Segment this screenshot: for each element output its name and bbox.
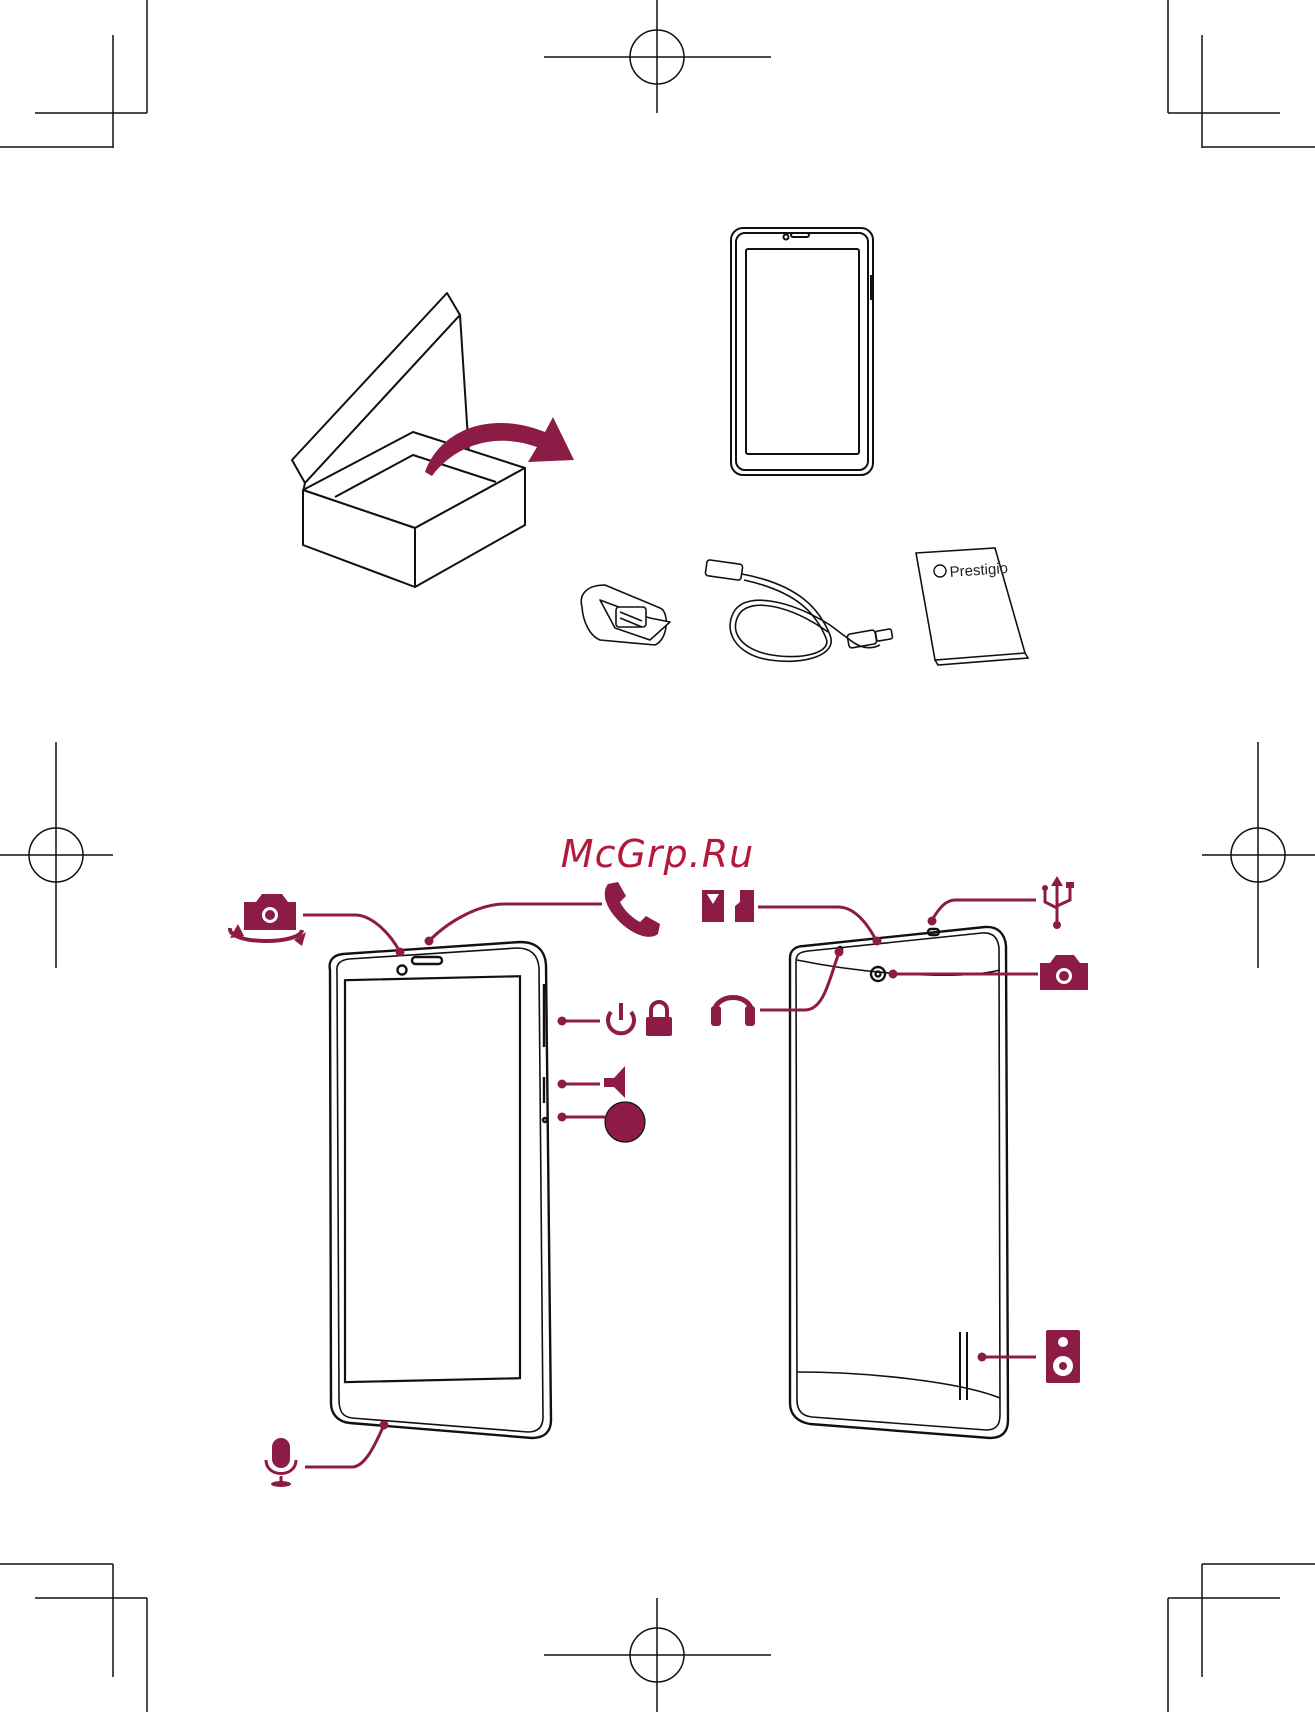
callout-rear-camera — [889, 955, 1089, 990]
camera-switch-icon — [230, 894, 306, 946]
camera-icon — [1040, 955, 1088, 990]
callout-usb — [928, 876, 1075, 929]
tablet-back — [790, 927, 1008, 1438]
speaker-icon — [1046, 1330, 1080, 1383]
microphone-icon — [266, 1438, 296, 1487]
callout-power-lock — [558, 1002, 673, 1036]
callout-speaker — [978, 1330, 1081, 1383]
callout-sim-sd — [702, 890, 882, 946]
callout-front-camera — [230, 894, 405, 957]
tablet-front — [330, 942, 551, 1438]
callout-microphone — [266, 1421, 389, 1488]
reset-icon — [605, 1102, 645, 1142]
headphones-icon — [711, 998, 755, 1027]
volume-icon — [604, 1066, 625, 1098]
phone-icon — [605, 882, 660, 937]
tablet-front-small — [731, 228, 873, 475]
charger-illustration — [581, 585, 670, 645]
usb-cable-illustration — [705, 560, 893, 662]
callout-reset — [558, 1102, 646, 1142]
user-manual-illustration: Prestigio — [916, 548, 1028, 665]
callout-volume — [558, 1066, 626, 1098]
usb-icon — [1042, 876, 1074, 929]
callout-headphones — [711, 948, 844, 1027]
watermark-text: McGrp.Ru — [0, 832, 1315, 876]
power-lock-icon — [608, 1002, 672, 1036]
sim-sd-icon — [702, 890, 754, 922]
callout-earpiece — [425, 882, 661, 946]
